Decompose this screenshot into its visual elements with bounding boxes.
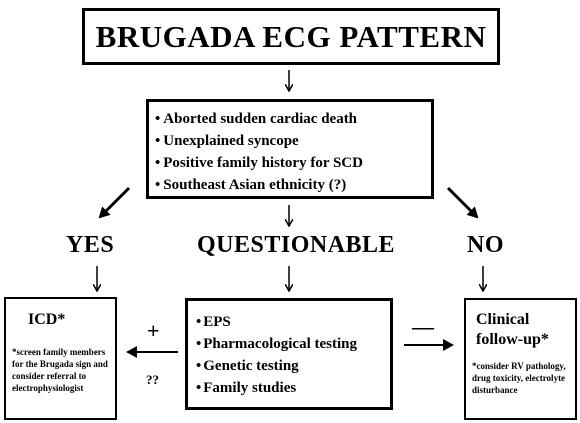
followup-title: Clinical follow-up* [476, 311, 549, 348]
criteria-item: Aborted sudden cardiac death [155, 108, 431, 130]
arrow-to-yes [98, 186, 131, 219]
icd-note: *screen family members for the Brugada s… [12, 347, 108, 393]
test-item: Family studies [196, 377, 390, 399]
test-item: Genetic testing [196, 355, 390, 377]
tests-box: EPS Pharmacological testing Genetic test… [185, 298, 393, 410]
negative-result-label: — [412, 314, 434, 339]
tests-list: EPS Pharmacological testing Genetic test… [188, 301, 390, 399]
positive-result-label: + [147, 318, 160, 343]
test-item: EPS [196, 311, 390, 333]
criteria-item: Southeast Asian ethnicity (?) [155, 174, 431, 196]
followup-box: Clinical follow-up* *consider RV patholo… [464, 298, 577, 420]
branch-questionable-label: QUESTIONABLE [197, 232, 396, 258]
diagram-title: BRUGADA ECG PATTERN [95, 19, 487, 54]
criteria-item: Positive family history for SCD [155, 152, 431, 174]
criteria-box: Aborted sudden cardiac death Unexplained… [146, 99, 434, 199]
branch-no-label: NO [467, 232, 504, 258]
uncertain-result-label: ?? [146, 372, 159, 387]
icd-title: ICD* [28, 311, 66, 328]
branch-yes-label: YES [66, 232, 115, 258]
criteria-item: Unexplained syncope [155, 130, 431, 152]
arrow-to-no [446, 186, 479, 219]
title-box: BRUGADA ECG PATTERN [82, 8, 500, 65]
icd-box: ICD* *screen family members for the Brug… [4, 297, 117, 420]
test-item: Pharmacological testing [196, 333, 390, 355]
criteria-list: Aborted sudden cardiac death Unexplained… [149, 102, 431, 196]
followup-note: *consider RV pathology, drug toxicity, e… [472, 361, 566, 395]
